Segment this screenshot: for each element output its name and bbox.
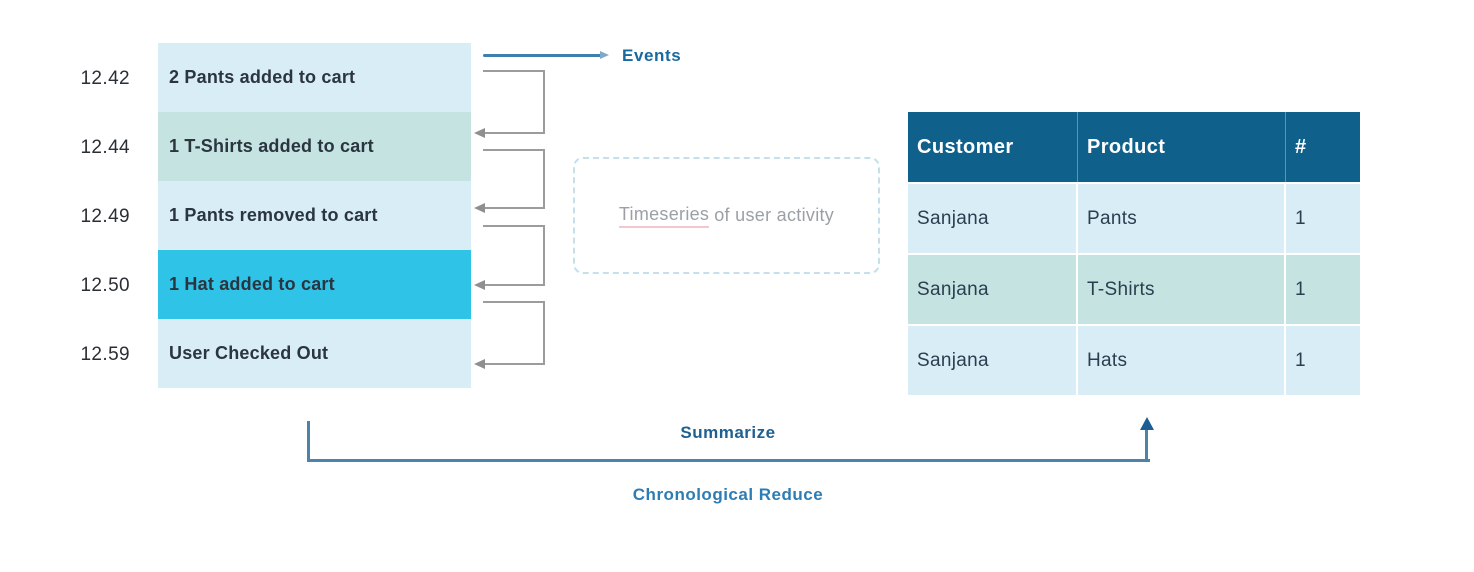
cell-customer: Sanjana <box>908 253 1078 324</box>
arrow-left-icon <box>474 359 485 369</box>
event-row-highlighted: 1 Hat added to cart <box>158 250 471 319</box>
timeseries-note-box: Timeseries of user activity <box>573 157 880 274</box>
cell-product: T-Shirts <box>1078 253 1286 324</box>
timestamp: 12.42 <box>80 68 130 89</box>
column-header-product: Product <box>1078 112 1286 182</box>
table-row: Sanjana Pants 1 <box>908 182 1360 253</box>
events-pointer-line <box>483 54 601 57</box>
table-header-row: Customer Product # <box>908 112 1360 182</box>
cell-customer: Sanjana <box>908 182 1078 253</box>
arrow-up-icon <box>1140 417 1154 430</box>
event-row: 2 Pants added to cart <box>158 43 471 112</box>
event-step-connector <box>483 70 545 134</box>
summarize-label: Summarize <box>680 423 776 442</box>
cell-customer: Sanjana <box>908 324 1078 395</box>
cell-product: Pants <box>1078 182 1286 253</box>
timestamp: 12.44 <box>80 137 130 158</box>
event-text: User Checked Out <box>169 343 329 363</box>
event-step-connector <box>483 225 545 286</box>
note-text: of user activity <box>714 205 835 225</box>
event-text: 1 Hat added to cart <box>169 274 335 294</box>
cell-count: 1 <box>1286 182 1360 253</box>
column-header-count: # <box>1286 112 1360 182</box>
table-row: Sanjana Hats 1 <box>908 324 1360 395</box>
timestamp: 12.50 <box>80 275 130 296</box>
summarize-bracket-right <box>1145 429 1148 462</box>
summarize-bracket-line <box>307 459 1150 462</box>
chronological-reduce-label: Chronological Reduce <box>632 485 824 504</box>
summary-table: Customer Product # Sanjana Pants 1 Sanja… <box>908 112 1360 395</box>
summarize-bracket-left <box>307 421 310 462</box>
events-pointer-arrow-icon <box>600 51 609 59</box>
timestamp: 12.59 <box>80 344 130 365</box>
event-step-connector <box>483 301 545 365</box>
timestamp: 12.49 <box>80 206 130 227</box>
event-text: 2 Pants added to cart <box>169 67 356 87</box>
event-row: User Checked Out <box>158 319 471 388</box>
arrow-left-icon <box>474 128 485 138</box>
event-text: 1 Pants removed to cart <box>169 205 378 225</box>
event-list: 2 Pants added to cart 1 T-Shirts added t… <box>158 43 471 388</box>
table-row: Sanjana T-Shirts 1 <box>908 253 1360 324</box>
events-label: Events <box>622 46 682 65</box>
cell-count: 1 <box>1286 253 1360 324</box>
note-word-underlined: Timeseries <box>618 204 710 228</box>
arrow-left-icon <box>474 280 485 290</box>
arrow-left-icon <box>474 203 485 213</box>
event-step-connector <box>483 149 545 209</box>
event-row: 1 T-Shirts added to cart <box>158 112 471 181</box>
event-row: 1 Pants removed to cart <box>158 181 471 250</box>
cell-product: Hats <box>1078 324 1286 395</box>
cell-count: 1 <box>1286 324 1360 395</box>
event-text: 1 T-Shirts added to cart <box>169 136 374 156</box>
column-header-customer: Customer <box>908 112 1078 182</box>
